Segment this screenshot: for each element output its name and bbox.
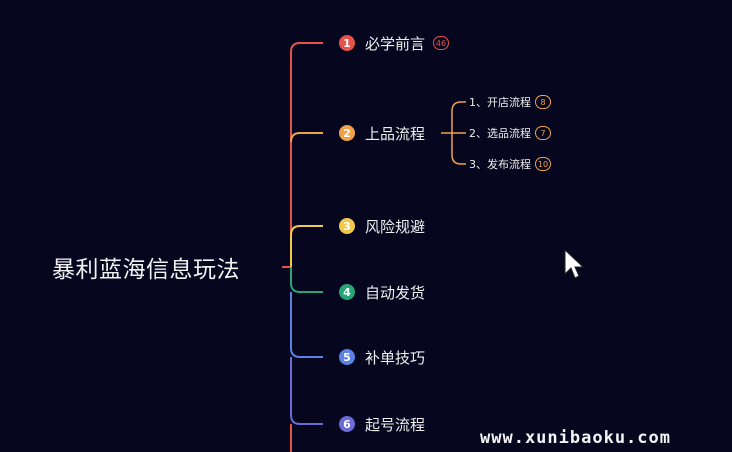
count-badge: 10 bbox=[535, 157, 551, 171]
branch-auto-delivery[interactable]: 4 自动发货 bbox=[339, 279, 425, 305]
branch-label: 风险规避 bbox=[365, 217, 426, 236]
branch-label: 补单技巧 bbox=[365, 348, 426, 367]
branch-connector bbox=[290, 357, 323, 425]
spine-segment bbox=[290, 42, 323, 267]
sub-item-label: 1、开店流程 bbox=[469, 96, 531, 109]
sub-item-label: 3、发布流程 bbox=[469, 158, 531, 171]
count-badge: 46 bbox=[433, 36, 450, 50]
root-topic[interactable]: 暴利蓝海信息玩法 bbox=[52, 257, 240, 283]
branch-intro[interactable]: 1 必学前言 46 bbox=[339, 30, 450, 56]
branch-label: 必学前言 bbox=[365, 34, 426, 53]
number-6-icon: 6 bbox=[339, 416, 355, 432]
branch-order-tips[interactable]: 5 补单技巧 bbox=[339, 344, 425, 370]
branch-connector bbox=[290, 132, 323, 143]
number-5-icon: 5 bbox=[339, 349, 355, 365]
sub-connector bbox=[441, 101, 466, 165]
number-3-icon: 3 bbox=[339, 218, 355, 234]
branch-connector bbox=[290, 267, 323, 293]
sub-item-label: 2、选品流程 bbox=[469, 127, 531, 140]
sub-item-open-shop[interactable]: 1、开店流程 8 bbox=[469, 93, 551, 111]
branch-label: 起号流程 bbox=[365, 415, 426, 434]
number-4-icon: 4 bbox=[339, 284, 355, 300]
mouse-pointer-icon bbox=[564, 248, 585, 279]
branch-label: 自动发货 bbox=[365, 283, 426, 302]
branch-account-setup[interactable]: 6 起号流程 bbox=[339, 411, 425, 437]
watermark-text: www.xunibaoku.com bbox=[480, 428, 671, 448]
count-badge: 7 bbox=[535, 126, 551, 140]
branch-risk[interactable]: 3 风险规避 bbox=[339, 213, 425, 239]
branch-connector bbox=[290, 292, 323, 358]
sub-item-publish[interactable]: 3、发布流程 10 bbox=[469, 155, 551, 173]
number-1-icon: 1 bbox=[339, 35, 355, 51]
count-badge: 8 bbox=[535, 95, 551, 109]
sub-item-select-products[interactable]: 2、选品流程 7 bbox=[469, 124, 551, 142]
number-2-icon: 2 bbox=[339, 125, 355, 141]
branch-connector bbox=[290, 225, 323, 267]
branch-listing[interactable]: 2 上品流程 bbox=[339, 120, 425, 146]
branch-label: 上品流程 bbox=[365, 124, 426, 143]
